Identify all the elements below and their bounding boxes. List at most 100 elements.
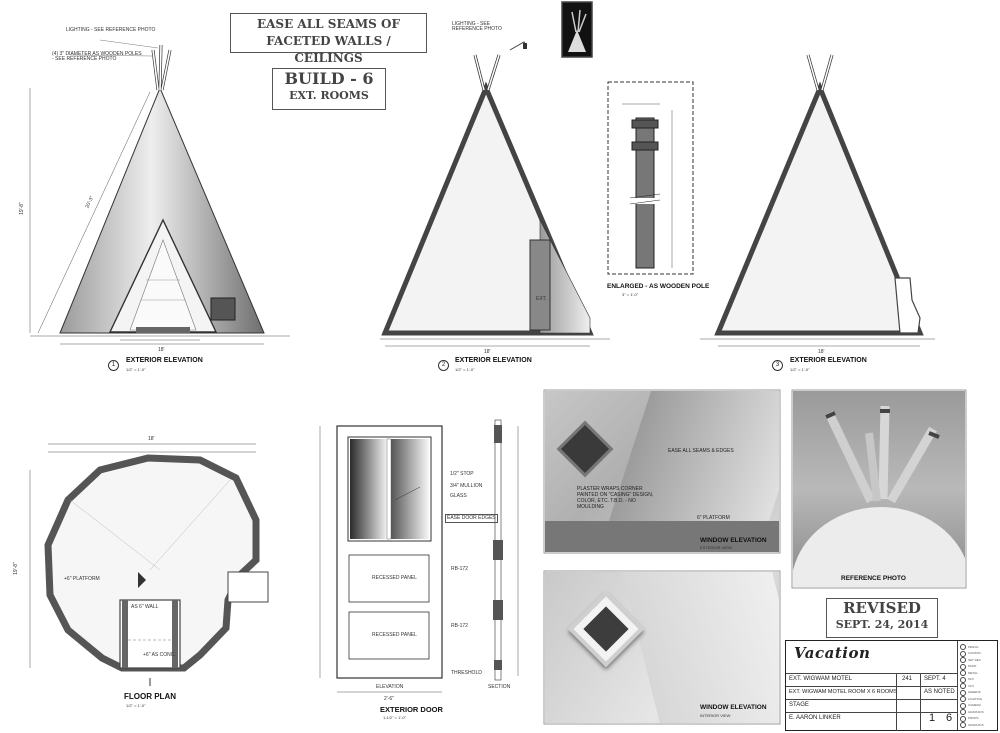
checklist-circle: [960, 650, 966, 657]
tb-sheet-of: 6: [946, 712, 953, 724]
render-note-plaster: PLASTER WRAPS CORNER PAINTED ON "CASING"…: [577, 486, 654, 510]
revised-date: SEPT. 24, 2014: [835, 618, 929, 631]
elevation-2-drawing: [380, 41, 610, 347]
door-panel-lower: RECESSED PANEL: [372, 632, 417, 638]
checklist-circle: [960, 702, 966, 709]
checklist-label: PENCIL: [968, 644, 979, 649]
width-dim-3: 18': [818, 349, 825, 355]
build-title-box: BUILD - 6 EXT. ROOMS: [272, 68, 386, 110]
checklist-item: SFX: [960, 676, 998, 683]
checklist-label: PROPS: [968, 716, 979, 720]
checklist-circle: [960, 722, 966, 728]
wall-label: AS 6" WALL: [131, 604, 159, 610]
checklist-item: METAL: [960, 670, 998, 676]
reference-thumbnail: [561, 1, 593, 58]
checklist-circle: [960, 683, 966, 689]
checklist-circle: [960, 709, 966, 715]
reference-photo-image: [793, 405, 965, 587]
door-glass-label: GLASS: [450, 493, 467, 499]
revised-title: REVISED: [843, 599, 921, 617]
reference-photo-title: REFERENCE PHOTO: [841, 575, 906, 582]
tb-set-name: EXT. WIGWAM MOTEL: [789, 676, 853, 682]
revised-box: REVISED SEPT. 24, 2014: [826, 598, 938, 638]
width-dim-1: 18': [158, 347, 165, 353]
elevation-1-drawing: [29, 39, 290, 345]
checklist-circle: [960, 715, 966, 722]
view-number-1: 1: [108, 360, 119, 371]
platform-label: +6" PLATFORM: [64, 576, 100, 582]
view-number-2: 2: [438, 360, 449, 371]
checklist-circle: [960, 676, 966, 683]
window-render-interior: WINDOW ELEVATION INTERIOR VIEW: [545, 572, 779, 723]
lighting-note-1: LIGHTING - SEE REFERENCE PHOTO: [66, 27, 156, 33]
render-note-platform: 6" PLATFORM: [697, 515, 730, 521]
render-note-seams: EASE ALL SEAMS & EDGES: [668, 448, 734, 454]
door-mullion-label: 3/4" MULLION: [450, 483, 483, 489]
build-title: BUILD - 6: [284, 69, 374, 88]
checklist-label: PAINT: [968, 664, 977, 668]
reference-photo: REFERENCE PHOTO: [793, 391, 965, 587]
checklist-item: GRAPHICS: [960, 722, 998, 728]
checklist-circle: [960, 644, 966, 650]
checklist-item: GREENS: [960, 689, 998, 696]
elevation-1-scale: 1/2" = 1'-0": [126, 367, 146, 372]
tb-checklist: PENCIL CONSTR. SET DEC PAINT METAL SFX VFX GREE…: [957, 641, 998, 730]
tb-row-lines: [786, 673, 957, 731]
render-platform: [545, 521, 779, 552]
checklist-circle: [960, 689, 966, 696]
view-number-3: 3: [772, 360, 783, 371]
door-threshold: THRESHOLD: [451, 670, 482, 676]
elevation-3-scale: 1/2" = 1'-0": [790, 367, 810, 372]
checklist-label: SFX: [968, 677, 974, 681]
vacation-logo: Vacation: [794, 644, 871, 662]
floor-plan-scale: 1/2" = 1'-0": [126, 703, 146, 708]
floor-plan-drawing: [29, 443, 269, 686]
door-drawing: [319, 419, 519, 693]
window-render-interior-subtitle: INTERIOR VIEW: [700, 713, 731, 718]
checklist-item: CONSTR.: [960, 650, 998, 657]
checklist-label: VFX: [968, 683, 974, 688]
tb-location: STAGE: [789, 702, 809, 708]
door-rb-lower: RB-172: [451, 623, 468, 629]
elevation-2-title: EXTERIOR ELEVATION: [455, 357, 532, 364]
checklist-item: PAINT: [960, 663, 998, 670]
plan-height-dim: 19'-8": [12, 562, 19, 575]
checklist-circle: [960, 657, 966, 663]
checklist-label: CONSTR.: [968, 651, 982, 655]
plan-width-dim: 18': [148, 436, 155, 442]
title-block: Vacation EXT. WIGWAM MOTEL 241 SEPT. 4 E…: [785, 640, 998, 731]
tb-set-number: 241: [902, 676, 913, 682]
door-stop-label: 1/2" STOP: [450, 471, 474, 477]
width-dim-2: 18': [484, 349, 491, 355]
elevation-2-scale: 1/2" = 1'-0": [455, 367, 475, 372]
door-rb-upper: RB-172: [451, 566, 468, 572]
checklist-item: CAMERA: [960, 702, 998, 709]
seams-note: EASE ALL SEAMS OF FACETED WALLS / CEILIN…: [256, 17, 401, 65]
build-subtitle: EXT. ROOMS: [289, 89, 369, 102]
door-ease-label: EASE DOOR EDGES: [445, 514, 498, 523]
checklist-label: METAL: [968, 670, 978, 675]
poles-note: (4) 3" DIAMETER AS WOODEN POLES - SEE RE…: [52, 51, 142, 62]
door-scale: 1-1/2" = 1'-0": [383, 715, 407, 720]
height-dim-1: 19'-8": [18, 202, 25, 215]
checklist-label: GRAPHICS: [968, 722, 984, 727]
checklist-label: SET DEC: [968, 657, 981, 662]
checklist-item: SET DEC: [960, 657, 998, 663]
window-render-exterior-title: WINDOW ELEVATION: [700, 537, 767, 544]
door-title: EXTERIOR DOOR: [380, 705, 443, 714]
elevation-3-title: EXTERIOR ELEVATION: [790, 357, 867, 364]
checklist-circle: [960, 663, 966, 670]
checklist-label: GREENS: [968, 690, 981, 694]
pole-detail-scale: 3" = 1'-0": [622, 292, 639, 297]
checklist-label: LIGHTING: [968, 696, 983, 701]
checklist-item: LIGHTING: [960, 696, 998, 702]
elevation-1-title: EXTERIOR ELEVATION: [126, 357, 203, 364]
seams-note-box: EASE ALL SEAMS OF FACETED WALLS / CEILIN…: [230, 13, 427, 65]
conc-label: +6" AS CONC.: [143, 652, 176, 658]
tb-scale: AS NOTED: [924, 689, 955, 695]
tb-date: SEPT. 4: [924, 676, 946, 682]
tb-drawing-title: EXT. WIGWAM MOTEL ROOM X 6 ROOMS: [789, 689, 898, 695]
window-render-exterior: EASE ALL SEAMS & EDGES PLASTER WRAPS COR…: [545, 391, 779, 552]
floor-plan-title: FLOOR PLAN: [124, 692, 176, 701]
